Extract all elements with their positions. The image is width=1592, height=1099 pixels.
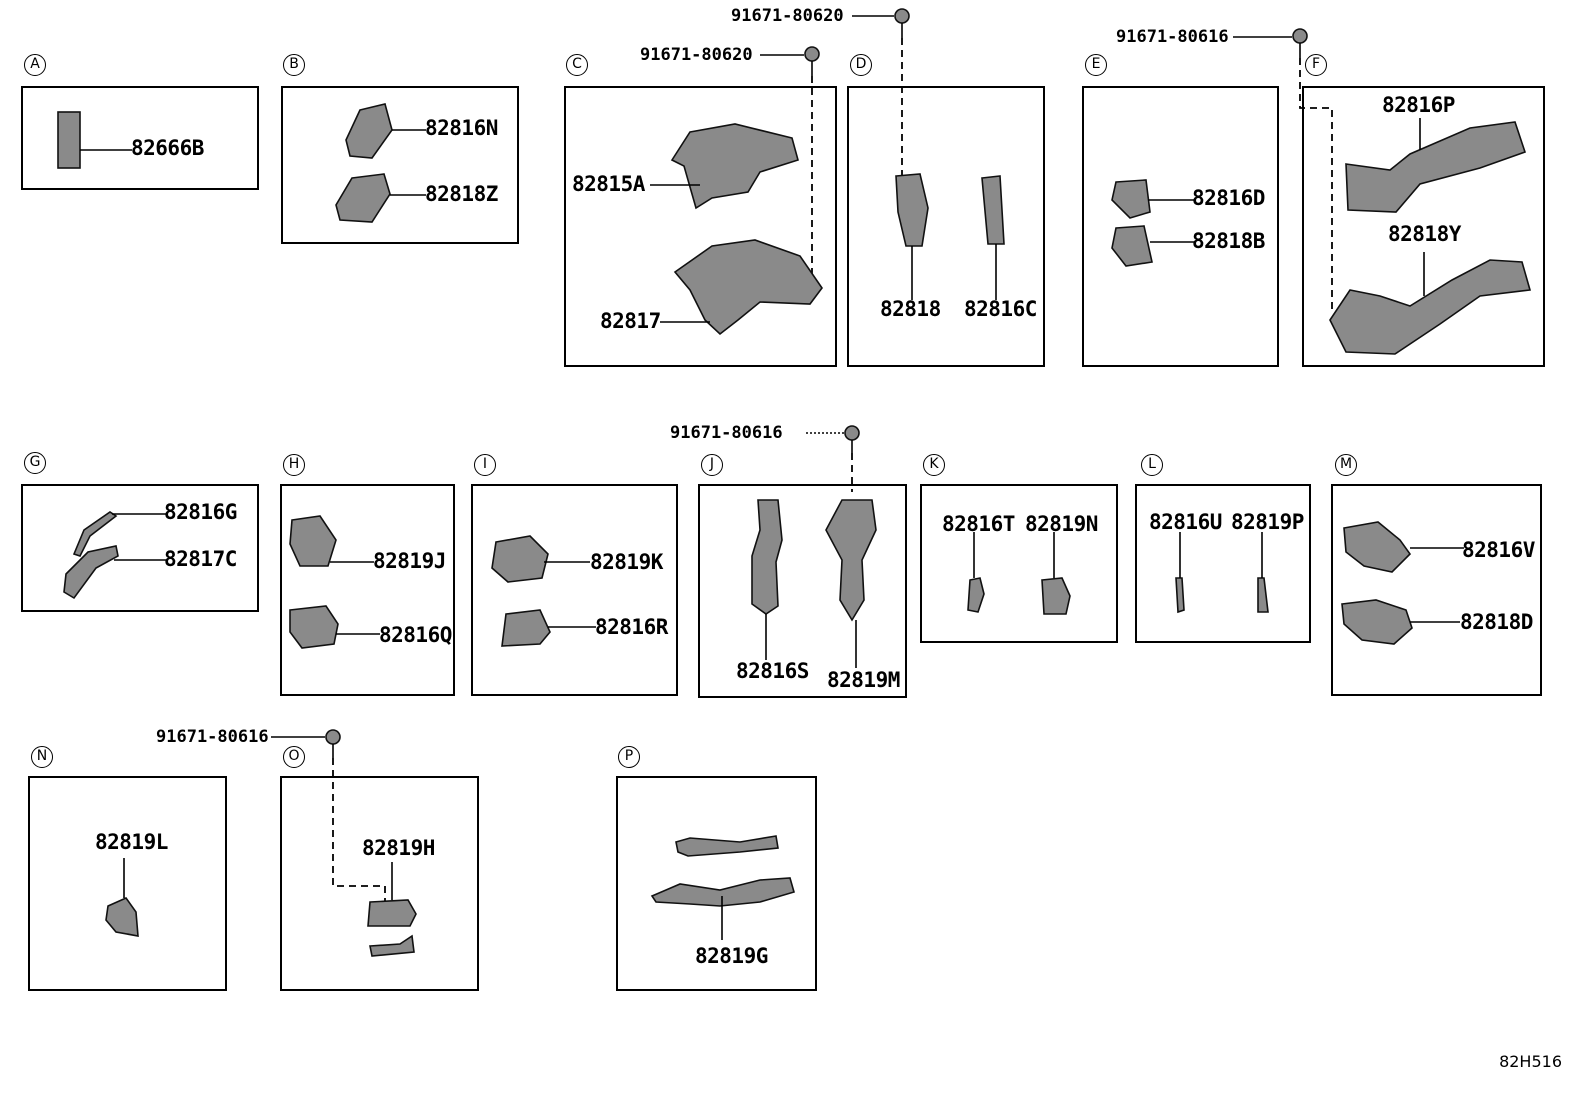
section-letter-m: M [1335,454,1357,476]
section-letter-l: L [1141,454,1163,476]
section-box-l [1135,484,1311,643]
section-letter-f: F [1305,54,1327,76]
part-label: 82819L [95,830,168,854]
part-label: 82816P [1382,93,1455,117]
section-letter-c: C [566,54,588,76]
section-letter-n: N [31,746,53,768]
section-letter-a: A [24,54,46,76]
bolt-label: 91671-80616 [156,727,269,747]
part-label: 82815A [572,172,645,196]
section-box-j [698,484,907,698]
part-label: 82816T [942,512,1015,536]
section-box-o [280,776,479,991]
part-label: 82816D [1192,186,1265,210]
part-label: 82816C [964,297,1037,321]
section-letter-b: B [283,54,305,76]
bolt-label: 91671-80620 [731,6,844,26]
section-box-e [1082,86,1279,367]
section-box-a [21,86,259,190]
section-letter-j: J [701,454,723,476]
part-label: 82819H [362,836,435,860]
section-letter-d: D [850,54,872,76]
section-box-c [564,86,837,367]
section-box-d [847,86,1045,367]
part-label: 82818Y [1388,222,1461,246]
section-letter-h: H [283,454,305,476]
part-label: 82819M [827,668,900,692]
part-label: 82816R [595,615,668,639]
part-label: 82817 [600,309,661,333]
part-label: 82818D [1460,610,1533,634]
section-letter-k: K [923,454,945,476]
part-label: 82819J [373,549,446,573]
section-box-p [616,776,817,991]
section-letter-o: O [283,746,305,768]
part-label: 82819G [695,944,768,968]
section-box-g [21,484,259,612]
section-box-n [28,776,227,991]
part-label: 82816G [164,500,237,524]
bolt-label: 91671-80616 [1116,27,1229,47]
part-label: 82816U [1149,510,1222,534]
section-letter-p: P [618,746,640,768]
bolt-label: 91671-80620 [640,45,753,65]
section-box-h [280,484,455,696]
part-label: 82819N [1025,512,1098,536]
part-label: 82816S [736,659,809,683]
section-box-b [281,86,519,244]
section-letter-i: I [474,454,496,476]
section-letter-e: E [1085,54,1107,76]
part-label: 82817C [164,547,237,571]
section-box-k [920,484,1118,643]
part-label: 82816N [425,116,498,140]
section-box-i [471,484,678,696]
part-label: 82819P [1231,510,1304,534]
diagram-code: 82H516 [1499,1052,1562,1071]
bolt-icon [325,8,1308,758]
section-box-f [1302,86,1545,367]
part-label: 82816Q [379,623,452,647]
section-box-m [1331,484,1542,696]
part-label: 82818Z [425,182,498,206]
section-letter-g: G [24,452,46,474]
part-label: 82818B [1192,229,1265,253]
part-label: 82816V [1462,538,1535,562]
part-label: 82666B [131,136,204,160]
bolt-label: 91671-80616 [670,423,783,443]
part-label: 82818 [880,297,941,321]
part-label: 82819K [590,550,663,574]
